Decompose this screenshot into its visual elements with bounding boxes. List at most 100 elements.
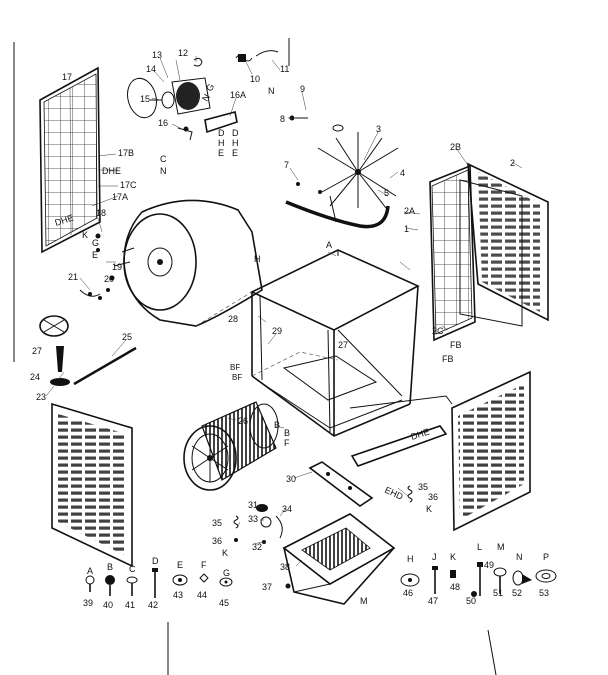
callout-ehd: EHD — [383, 485, 405, 502]
callout-fb-1: FB — [450, 340, 462, 350]
hw-number-51: 51 — [493, 588, 503, 598]
callout-11: 11 — [280, 64, 289, 74]
hardware-legend: A 39 B 40 C 41 D 42 E 43 F 44 G 45 H 46 … — [83, 542, 549, 610]
hw-number-41: 41 — [125, 600, 135, 610]
callout-2a: 2A — [404, 206, 415, 216]
callout-28: 28 — [228, 314, 238, 324]
hw-number-40: 40 — [103, 600, 113, 610]
callout-17c: 17C — [120, 180, 137, 190]
callout-16a: 16A — [230, 90, 246, 100]
callout-bf-1: BF — [230, 363, 240, 372]
callout-8: 8 — [280, 114, 285, 124]
callout-14: 14 — [146, 64, 156, 74]
callout-e-2: E — [232, 148, 238, 158]
callout-17: 17 — [62, 72, 72, 82]
callout-27-frame: 27 — [338, 340, 348, 350]
water-pan — [282, 513, 396, 605]
callout-12: 12 — [178, 48, 188, 58]
hw-letter-h: H — [407, 554, 414, 564]
leader-lines — [45, 56, 523, 587]
hw-number-43: 43 — [173, 590, 183, 600]
hw-letter-n: N — [516, 552, 523, 562]
housing-hardware — [79, 233, 115, 300]
callout-33: 33 — [248, 514, 258, 524]
callout-dhe-rail: DHE — [410, 427, 431, 442]
callout-23: 23 — [36, 392, 46, 402]
motor-bracket — [177, 111, 238, 141]
cabinet-frame — [250, 249, 420, 437]
callout-b-wheel-1: B — [274, 420, 280, 430]
callout-17b: 17B — [118, 148, 134, 158]
callout-29: 29 — [272, 326, 282, 336]
callout-18: 18 — [96, 208, 106, 218]
callout-21: 21 — [68, 272, 78, 282]
callout-b-wheel-2: B — [284, 428, 290, 438]
hw-letter-e: E — [177, 560, 183, 570]
callout-g-housing: G — [92, 238, 99, 248]
callout-9: 9 — [300, 84, 305, 94]
callout-k-housing: K — [82, 230, 88, 240]
callout-bf-2: BF — [232, 373, 242, 382]
pump-bracket — [308, 461, 374, 507]
callout-17a: 17A — [112, 192, 128, 202]
callout-10: 10 — [250, 74, 260, 84]
callout-k-left: K — [222, 548, 228, 558]
hw-letter-j: J — [432, 552, 437, 562]
callout-36-right: 36 — [428, 492, 438, 502]
hw-letter-p: P — [543, 552, 549, 562]
pump-fittings — [289, 115, 344, 132]
side-rail — [349, 395, 453, 467]
callout-n-motor: N — [200, 92, 212, 103]
callout-13: 13 — [152, 50, 162, 60]
callout-n-switch: N — [268, 86, 275, 96]
callout-35-right: 35 — [418, 482, 428, 492]
water-distributor-spider — [317, 132, 399, 209]
callout-5: 5 — [384, 188, 389, 198]
switch-and-cord — [235, 50, 279, 62]
left-filter-panel — [39, 66, 101, 254]
callout-16: 16 — [158, 118, 168, 128]
hw-letter-d: D — [152, 556, 159, 566]
hw-number-45: 45 — [219, 598, 229, 608]
callout-34: 34 — [282, 504, 292, 514]
callout-37: 37 — [262, 582, 272, 592]
callout-1: 1 — [404, 224, 409, 234]
hw-number-44: 44 — [197, 590, 207, 600]
hw-letter-m: M — [497, 542, 505, 552]
right-upper-louver-panel — [467, 162, 549, 322]
hw-number-47: 47 — [428, 596, 438, 606]
callout-e-housing: E — [92, 250, 98, 260]
hw-letter-b: B — [107, 562, 113, 572]
callout-36-left: 36 — [212, 536, 222, 546]
callout-f: F — [284, 438, 290, 448]
spring-right — [407, 485, 413, 503]
callout-2c: 2C — [432, 326, 444, 336]
callout-3: 3 — [376, 124, 381, 134]
callout-24: 24 — [30, 372, 40, 382]
callout-h-1: H — [218, 138, 225, 148]
blower-housing — [113, 199, 263, 327]
callout-25: 25 — [122, 332, 132, 342]
left-louver-panel — [51, 402, 133, 568]
hw-number-52: 52 — [512, 588, 522, 598]
callout-c: C — [160, 154, 167, 164]
callout-20: 20 — [104, 274, 114, 284]
callout-27-impeller: 27 — [32, 346, 42, 356]
callout-38: 38 — [280, 562, 290, 572]
hw-number-53: 53 — [539, 588, 549, 598]
callout-m-pan: M — [360, 596, 368, 606]
hw-number-48: 48 — [450, 582, 460, 592]
callout-30: 30 — [286, 474, 296, 484]
hw-letter-g: G — [223, 568, 230, 578]
blower-wheel — [183, 401, 279, 491]
callout-35-left: 35 — [212, 518, 222, 528]
pump-impeller — [39, 315, 70, 386]
callout-31: 31 — [248, 500, 258, 510]
bottom-margin-line-right — [487, 629, 497, 675]
callout-e-1: E — [218, 148, 224, 158]
hw-number-46: 46 — [403, 588, 413, 598]
callout-h-2: H — [232, 138, 239, 148]
motor-assembly — [127, 57, 211, 119]
callout-26: 26 — [238, 416, 248, 426]
